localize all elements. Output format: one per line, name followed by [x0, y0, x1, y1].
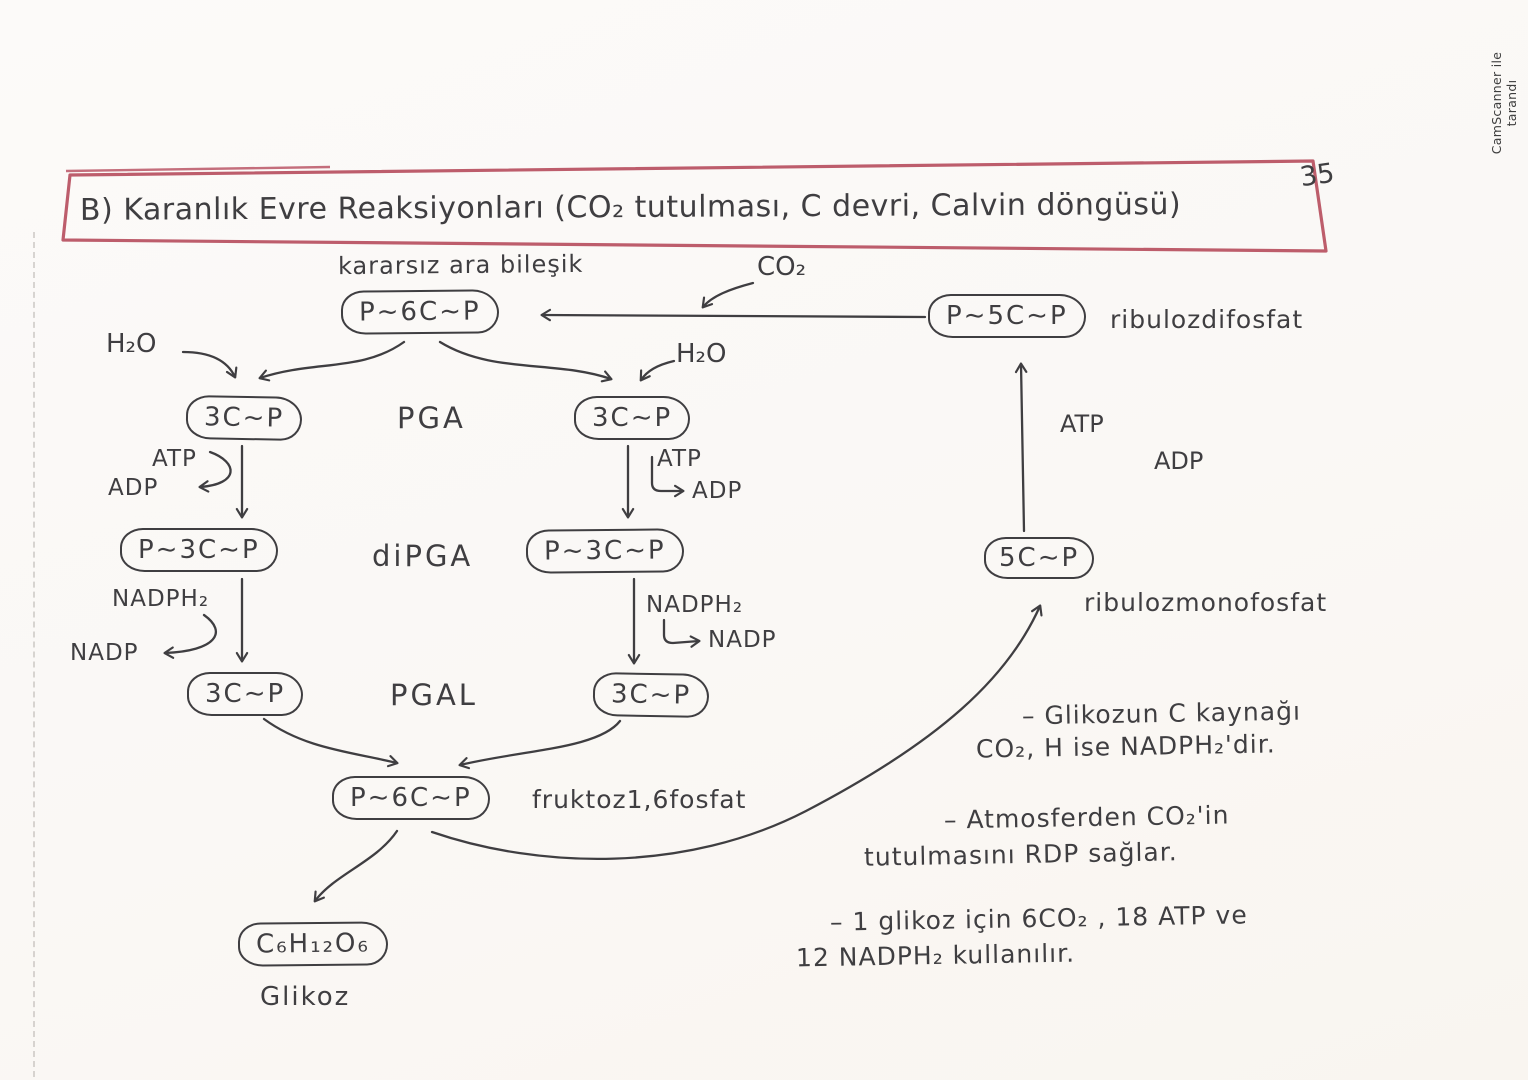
note-1-line-2: CO₂, H ise NADPH₂'dir. [975, 729, 1276, 764]
nadp-left-label: NADP [70, 640, 139, 666]
arrow-co2-in [701, 281, 755, 309]
node-rdp-5c: P∼5C∼P [928, 294, 1086, 338]
pga-label: PGA [397, 401, 466, 435]
nadp-right-label: NADP [708, 627, 777, 653]
fructose-16-phosphate-label: fruktoz1,6fosfat [532, 785, 747, 814]
dipga-label: diPGA [372, 539, 474, 573]
node-pga-right: 3C∼P [574, 396, 691, 440]
arrow-nadph2-nadp-left [163, 613, 217, 659]
nadph2-right-label: NADPH₂ [646, 592, 744, 618]
node-dipga-right: P∼3C∼P [525, 528, 684, 574]
arrow-h2o-left [181, 350, 238, 379]
atp-left-label: ATP [152, 446, 197, 472]
adp-right-label: ADP [692, 478, 743, 504]
camscanner-watermark: CamScanner ile tarandı [1489, 51, 1519, 155]
node-fructose-6c: P∼6C∼P [332, 776, 490, 820]
note-1-line-1: – Glikozun C kaynağı [1021, 696, 1302, 731]
pgal-label: PGAL [390, 678, 478, 712]
arrow-rmp-to-rdp [1014, 362, 1028, 533]
arrow-pgal-left-to-fructose [262, 717, 399, 768]
arrow-split-left [258, 340, 406, 382]
unstable-compound-label: kararsız ara bileşik [337, 249, 584, 281]
arrow-nadph2-nadp-right [662, 618, 701, 648]
h2o-left-label: H₂O [106, 329, 157, 359]
arrow-fructose-to-glucose [313, 829, 399, 903]
node-pga-left: 3C∼P [185, 394, 303, 442]
adp-left-label: ADP [108, 475, 159, 501]
adp-rdp-label: ADP [1154, 447, 1204, 475]
nadph2-left-label: NADPH₂ [112, 586, 210, 612]
ribulose-monophosphate-label: ribulozmonofosfat [1084, 588, 1328, 617]
node-glucose: C₆H₁₂O₆ [237, 921, 389, 967]
node-pgal-left: 3C∼P [187, 672, 304, 716]
note-3-line-2: 12 NADPH₂ kullanılır. [795, 938, 1076, 973]
ribulose-diphosphate-label: ribulozdifosfat [1110, 305, 1304, 334]
node-dipga-left: P∼3C∼P [120, 528, 278, 572]
arrow-atp-adp-left [198, 450, 232, 493]
node-unstable-6c: P∼6C∼P [340, 289, 499, 335]
arrow-pgal-right-to-fructose [458, 719, 622, 770]
atp-right-label: ATP [657, 446, 702, 472]
co2-label: CO₂ [757, 252, 807, 282]
note-3-line-1: – 1 glikoz için 6CO₂ , 18 ATP ve [829, 900, 1248, 937]
arrow-h2o-right [639, 359, 676, 382]
glucose-name-label: Glikoz [260, 982, 351, 1012]
title-red-frame-double-stroke [65, 165, 331, 173]
note-2-line-2: tutulmasını RDP sağlar. [863, 837, 1178, 872]
note-2-line-1: – Atmosferden CO₂'in [943, 800, 1230, 835]
arrow-rdp-to-unstable [540, 308, 927, 322]
atp-rdp-label: ATP [1060, 410, 1104, 438]
node-rmp-5c: 5C∼P [984, 537, 1095, 579]
arrow-split-right [438, 340, 613, 383]
page-number: 35 [1298, 157, 1337, 194]
node-pgal-right: 3C∼P [592, 671, 710, 719]
h2o-right-label: H₂O [676, 339, 727, 369]
page-title: B) Karanlık Evre Reaksiyonları (CO₂ tutu… [79, 187, 1182, 228]
page-edge-line [33, 232, 35, 1077]
